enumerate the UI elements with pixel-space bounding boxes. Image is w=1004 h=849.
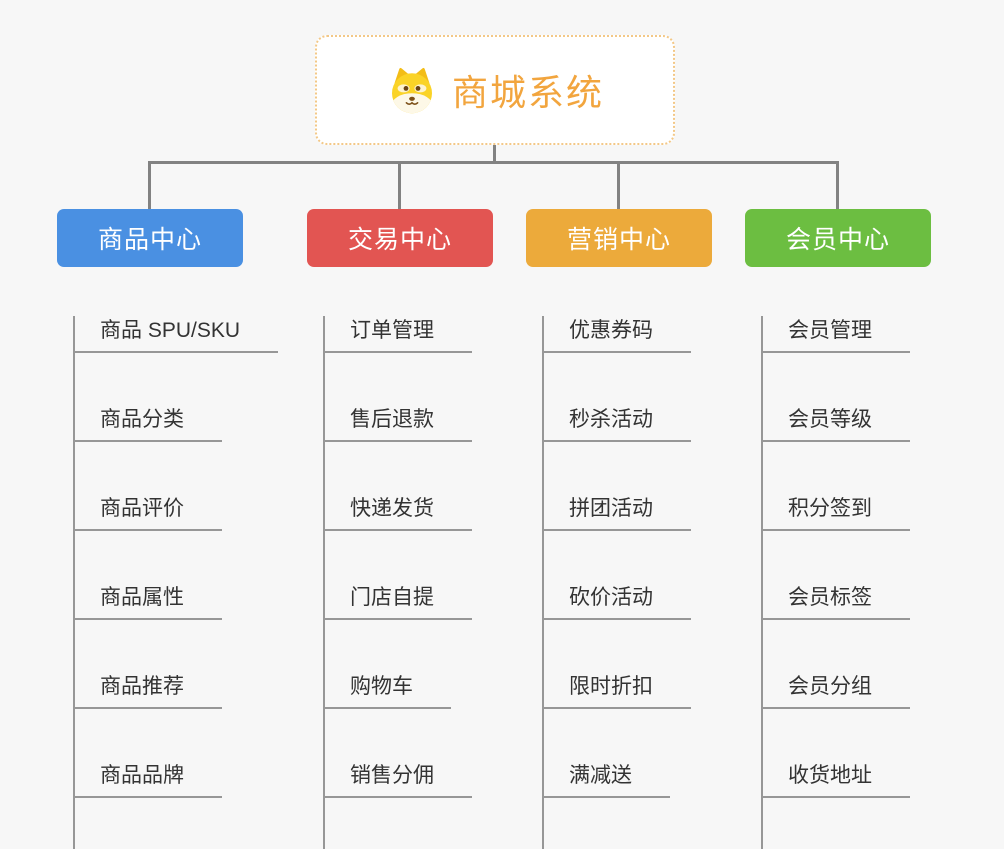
root-title: 商城系统: [451, 72, 604, 113]
leaf-item[interactable]: 优惠券码: [542, 316, 691, 353]
leaf-item[interactable]: 快递发货: [323, 494, 472, 531]
leaf-item[interactable]: 商品推荐: [73, 672, 222, 709]
connector-bus: [148, 161, 839, 164]
leaf-item[interactable]: 砍价活动: [542, 583, 691, 620]
leaf-item[interactable]: 商品分类: [73, 405, 222, 442]
branch-items: 商品 SPU/SKU 商品分类商品评价商品属性商品推荐商品品牌: [73, 316, 327, 849]
leaf-item[interactable]: 收货地址: [761, 761, 910, 798]
branch-spine: [761, 316, 763, 849]
branch-column: 商品中心 商品 SPU/SKU 商品分类商品评价商品属性商品推荐商品品牌: [57, 209, 327, 849]
branch-spine: [73, 316, 75, 849]
leaf-item[interactable]: 会员分组: [761, 672, 910, 709]
branch-label: 交易中心: [347, 226, 452, 254]
connector-root-stub: [493, 145, 496, 163]
leaf-item[interactable]: 购物车: [323, 672, 451, 709]
leaf-item[interactable]: 商品属性: [73, 583, 222, 620]
leaf-item[interactable]: 门店自提: [323, 583, 472, 620]
leaf-item[interactable]: 商品品牌: [73, 761, 222, 798]
branch-items: 优惠券码秒杀活动拼团活动砍价活动限时折扣满减送: [542, 316, 796, 849]
branch-label: 商品中心: [97, 226, 202, 254]
leaf-item[interactable]: 销售分佣: [323, 761, 472, 798]
leaf-item[interactable]: 售后退款: [323, 405, 472, 442]
branch-column: 会员中心 会员管理会员等级积分签到会员标签会员分组收货地址: [745, 209, 1004, 849]
leaf-item[interactable]: 限时折扣: [542, 672, 691, 709]
branch-header[interactable]: 商品中心: [57, 209, 243, 267]
connector-drop: [148, 163, 151, 209]
leaf-item[interactable]: 会员标签: [761, 583, 910, 620]
branch-label: 会员中心: [785, 226, 890, 254]
branch-column: 营销中心 优惠券码秒杀活动拼团活动砍价活动限时折扣满减送: [526, 209, 796, 849]
leaf-item[interactable]: 商品评价: [73, 494, 222, 531]
branch-header[interactable]: 营销中心: [526, 209, 712, 267]
leaf-item[interactable]: 拼团活动: [542, 494, 691, 531]
leaf-item[interactable]: 会员等级: [761, 405, 910, 442]
branch-column: 交易中心 订单管理售后退款快递发货门店自提购物车销售分佣: [307, 209, 577, 849]
branch-label: 营销中心: [566, 226, 671, 254]
dog-icon: [386, 66, 438, 114]
connector-drop: [398, 163, 401, 209]
root-node[interactable]: 商城系统: [315, 35, 675, 145]
leaf-item[interactable]: 订单管理: [323, 316, 472, 353]
branch-items: 会员管理会员等级积分签到会员标签会员分组收货地址: [761, 316, 1004, 849]
leaf-item[interactable]: 积分签到: [761, 494, 910, 531]
branch-spine: [323, 316, 325, 849]
connector-drop: [836, 163, 839, 209]
leaf-item[interactable]: 会员管理: [761, 316, 910, 353]
leaf-item[interactable]: 商品 SPU/SKU: [73, 316, 279, 353]
branch-header[interactable]: 会员中心: [745, 209, 931, 267]
branch-items: 订单管理售后退款快递发货门店自提购物车销售分佣: [323, 316, 577, 849]
connector-drop: [617, 163, 620, 209]
leaf-item[interactable]: 秒杀活动: [542, 405, 691, 442]
branch-header[interactable]: 交易中心: [307, 209, 493, 267]
branch-spine: [542, 316, 544, 849]
leaf-item[interactable]: 满减送: [542, 761, 670, 798]
